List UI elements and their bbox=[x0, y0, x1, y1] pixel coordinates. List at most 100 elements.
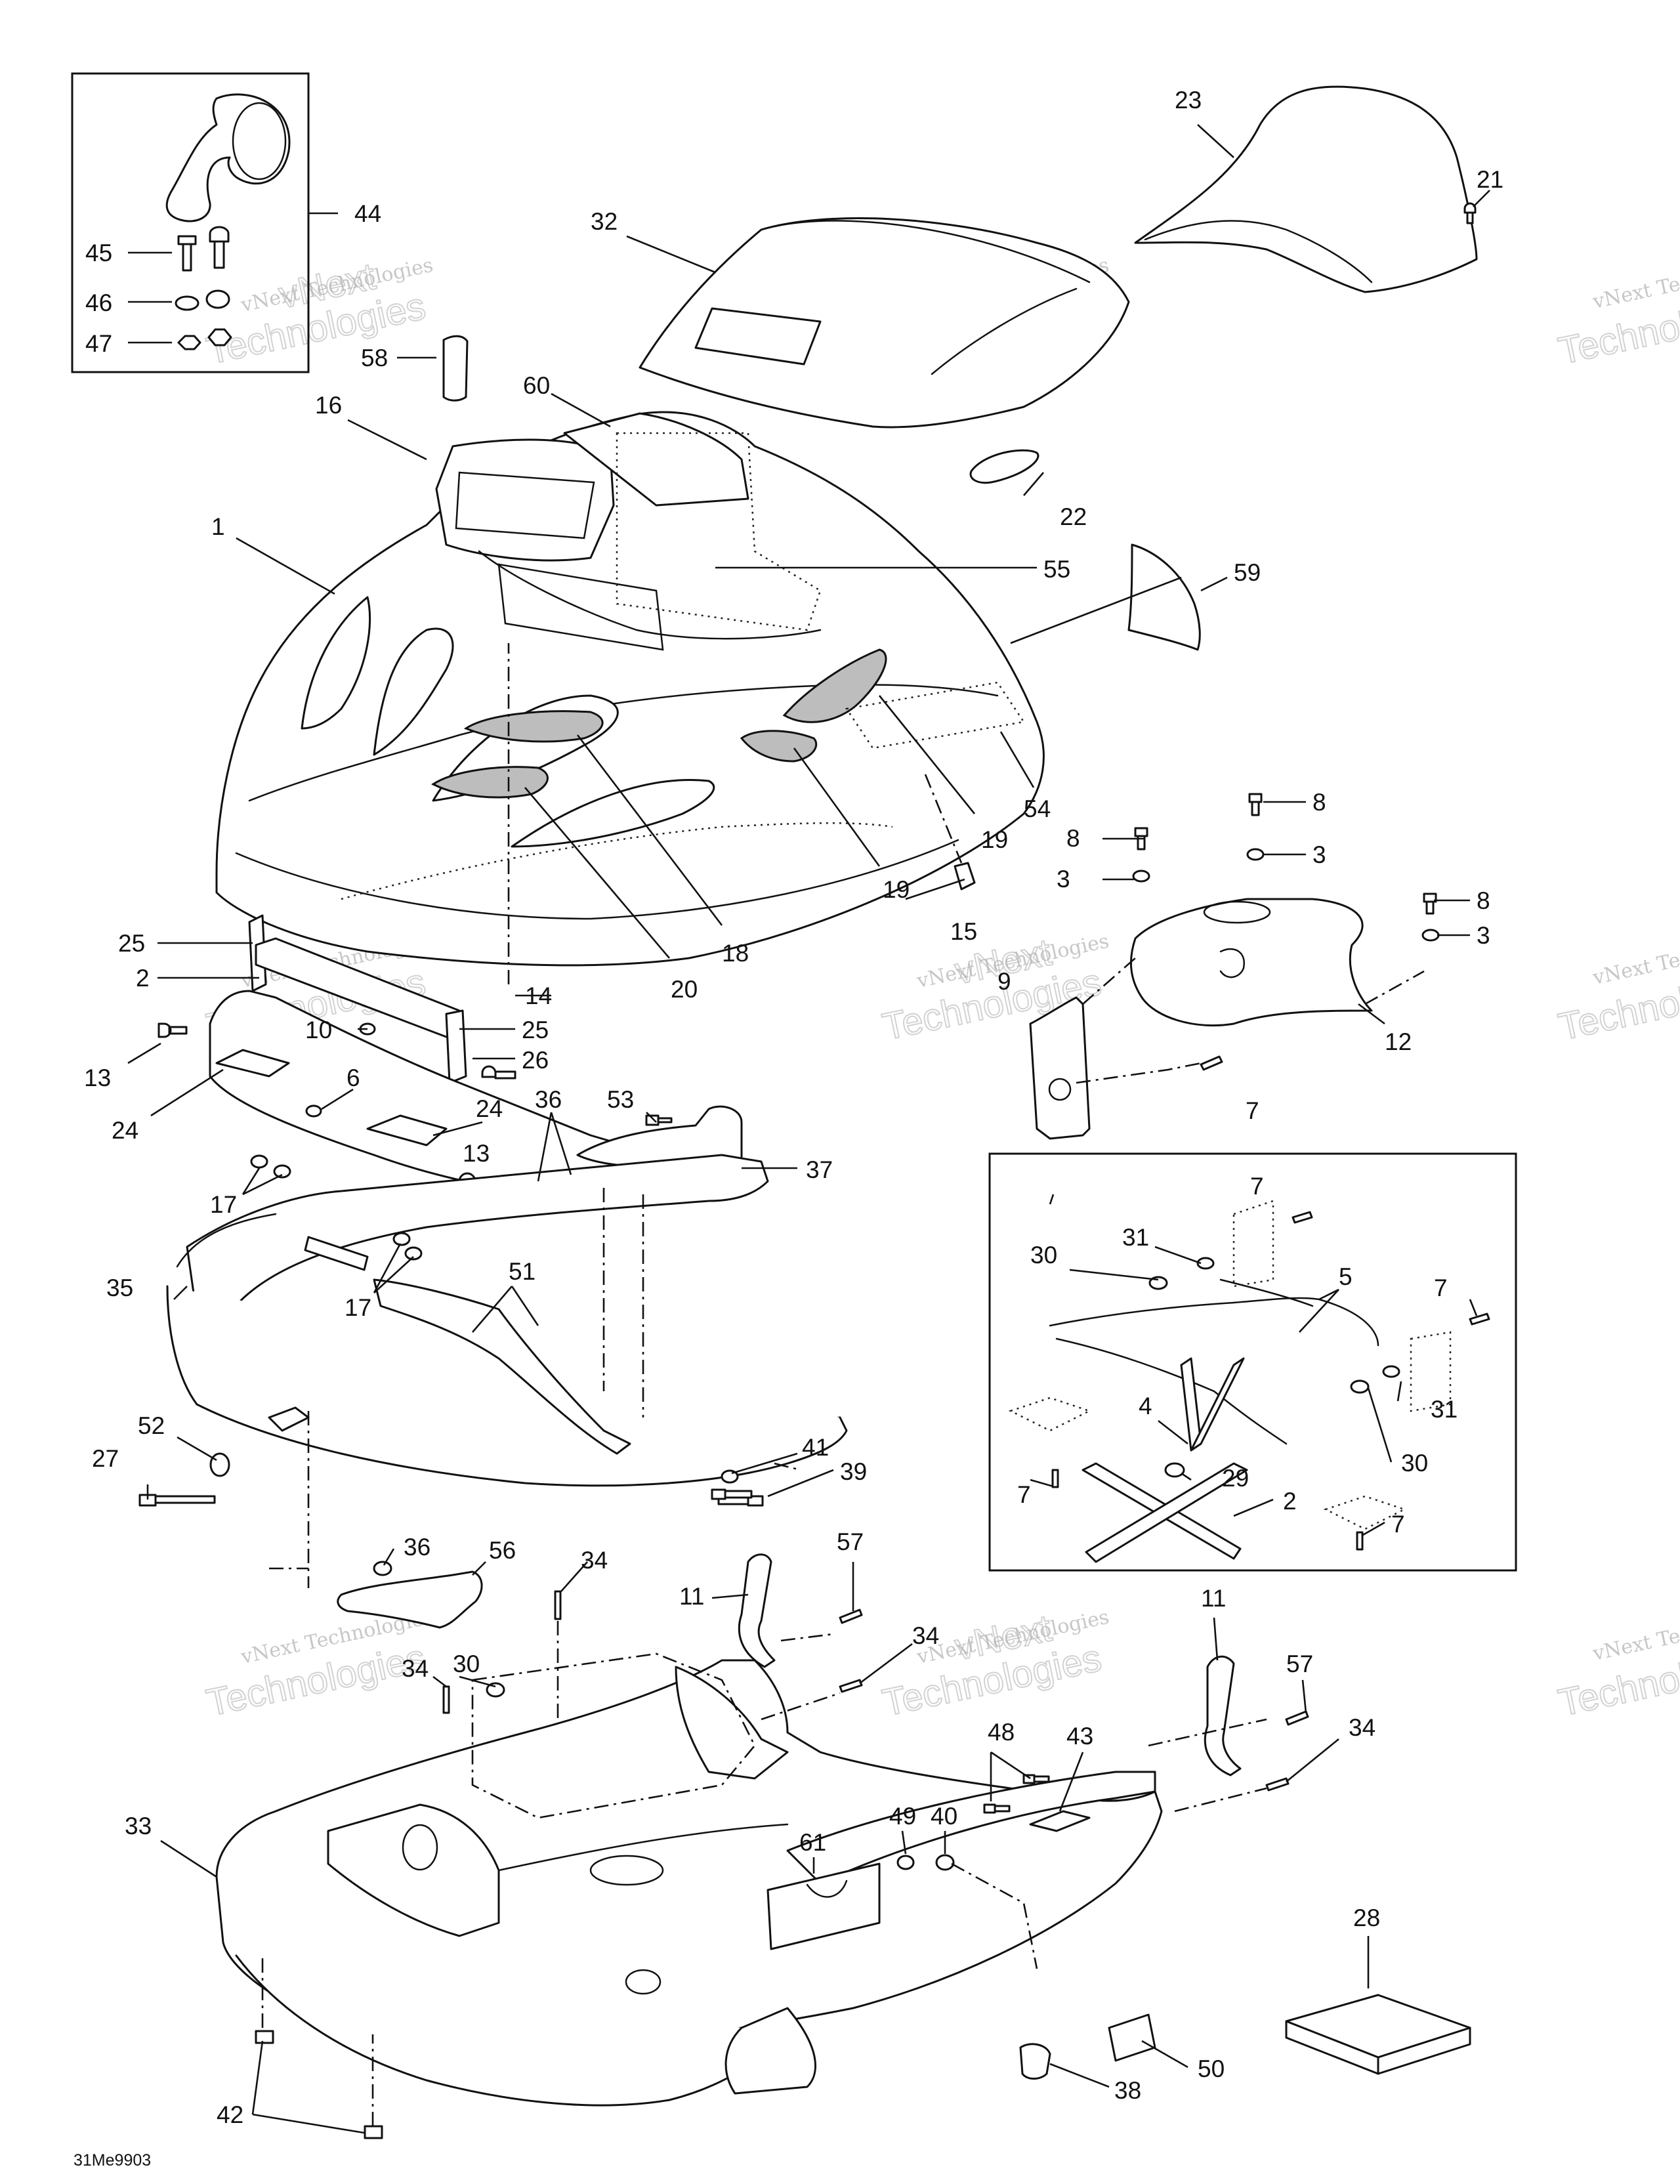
cable-assembly-inset bbox=[988, 1152, 1517, 1572]
callout-61: 61 bbox=[799, 1829, 826, 1856]
rivet-34c-icon bbox=[442, 1685, 450, 1714]
cover-opening bbox=[1203, 900, 1271, 924]
hull-opening-rear bbox=[625, 1969, 662, 1995]
washer-46a-icon bbox=[175, 295, 200, 311]
callout-56: 56 bbox=[489, 1537, 516, 1564]
leader-line bbox=[1396, 1381, 1402, 1402]
leader-line bbox=[1023, 472, 1044, 496]
rivet-7d-icon bbox=[1051, 1469, 1059, 1488]
callout-57b: 57 bbox=[1286, 1650, 1313, 1677]
foam-61-notch bbox=[806, 1880, 848, 1898]
callout-25b: 25 bbox=[522, 1017, 549, 1043]
leader-line bbox=[1469, 1299, 1478, 1316]
callout-7a: 7 bbox=[1246, 1097, 1259, 1124]
drawing-number: 31Me9903 bbox=[74, 2151, 151, 2170]
callout-20: 20 bbox=[671, 976, 698, 1003]
leader-line bbox=[1154, 1246, 1202, 1265]
callout-51: 51 bbox=[509, 1258, 536, 1285]
inlet-19b bbox=[782, 648, 887, 723]
callout-18: 18 bbox=[722, 940, 749, 967]
mount-plate-b bbox=[1410, 1331, 1452, 1412]
leader-line bbox=[472, 1286, 513, 1333]
leader-line bbox=[901, 1830, 907, 1855]
leader-line bbox=[1286, 1738, 1339, 1783]
callout-38: 38 bbox=[1114, 2077, 1141, 2104]
callout-47: 47 bbox=[85, 330, 112, 357]
callout-25a: 25 bbox=[118, 930, 145, 957]
callout-2b: 2 bbox=[1283, 1488, 1297, 1515]
leader-line bbox=[251, 2040, 264, 2115]
screw-45b-icon bbox=[209, 226, 230, 269]
mount-plate-c bbox=[1008, 1396, 1092, 1432]
grommet-42b-icon bbox=[364, 2125, 383, 2139]
foam-61-part bbox=[766, 1862, 881, 1950]
watermark-text: vNext Technologies bbox=[1590, 1603, 1680, 1666]
gasket-58-part bbox=[442, 335, 469, 402]
callout-43: 43 bbox=[1066, 1723, 1093, 1750]
dashed-line bbox=[774, 1462, 801, 1471]
callout-52: 52 bbox=[138, 1412, 165, 1439]
leader-line bbox=[127, 1042, 161, 1064]
callout-8c: 8 bbox=[1477, 887, 1490, 914]
dashed-line bbox=[1364, 970, 1425, 1005]
callout-40: 40 bbox=[931, 1803, 957, 1830]
console-top bbox=[563, 412, 749, 507]
callout-50: 50 bbox=[1198, 2055, 1225, 2082]
body-outline bbox=[215, 411, 1045, 967]
gauge-housing bbox=[435, 438, 615, 562]
callout-7b: 7 bbox=[1250, 1173, 1264, 1200]
cable-5c-part bbox=[1219, 1278, 1314, 1307]
callout-46: 46 bbox=[85, 289, 112, 316]
leader-line bbox=[1213, 1617, 1219, 1661]
leader-line bbox=[1010, 576, 1182, 644]
cover-recess bbox=[1219, 948, 1246, 978]
windshield-part bbox=[1134, 85, 1478, 293]
leader-line bbox=[383, 1548, 395, 1566]
callout-37: 37 bbox=[806, 1156, 833, 1183]
leader-line bbox=[1361, 1521, 1385, 1537]
callout-17a: 17 bbox=[210, 1191, 237, 1218]
gauge-face bbox=[455, 471, 595, 539]
bracket-11b-part bbox=[1204, 1655, 1242, 1776]
bracket-56-part bbox=[337, 1570, 483, 1629]
washer-30c-icon bbox=[486, 1682, 505, 1698]
leader-line bbox=[242, 1167, 261, 1195]
grip-22-part bbox=[969, 449, 1040, 484]
leader-line bbox=[1158, 1419, 1188, 1445]
callout-8b: 8 bbox=[1312, 789, 1326, 816]
bracket-strip-left bbox=[304, 1236, 369, 1271]
bracket-9-hole bbox=[1048, 1078, 1072, 1101]
crossbar-2c-part bbox=[1085, 1462, 1248, 1563]
callout-49: 49 bbox=[889, 1803, 916, 1830]
callout-32: 32 bbox=[591, 208, 618, 235]
leader-line bbox=[321, 1088, 354, 1110]
body-rim bbox=[235, 839, 959, 920]
leader-line bbox=[550, 1112, 572, 1175]
dashed-line bbox=[780, 1633, 834, 1642]
dashed-line bbox=[1082, 957, 1136, 1005]
rivet-7b-icon bbox=[1292, 1211, 1313, 1224]
leader-line bbox=[432, 1121, 483, 1137]
washer-17d-icon bbox=[404, 1246, 423, 1261]
bolt-27-icon bbox=[138, 1494, 216, 1507]
leader-line bbox=[524, 787, 670, 959]
callout-34d: 34 bbox=[1349, 1714, 1376, 1741]
leader-line bbox=[905, 878, 965, 900]
washer-36c-icon bbox=[373, 1561, 392, 1576]
callout-3b: 3 bbox=[1312, 841, 1326, 868]
leader-line bbox=[1233, 1498, 1274, 1517]
dashed-line bbox=[761, 1692, 841, 1721]
hull-rear-bumper bbox=[786, 1771, 1156, 1885]
assembly-dashed-lines bbox=[261, 643, 1425, 2126]
grommet-42a-icon bbox=[255, 2030, 274, 2044]
callout-36a: 36 bbox=[535, 1086, 562, 1113]
leader-line bbox=[511, 1286, 539, 1326]
inlet-18 bbox=[463, 710, 604, 743]
washer-40-icon bbox=[935, 1854, 955, 1871]
leader-line bbox=[472, 1561, 486, 1576]
callout-10: 10 bbox=[305, 1017, 332, 1043]
callout-13a: 13 bbox=[84, 1064, 111, 1091]
callout-31b: 31 bbox=[1431, 1396, 1458, 1423]
spring-4b-part bbox=[1190, 1357, 1245, 1452]
callout-34a: 34 bbox=[581, 1547, 608, 1574]
